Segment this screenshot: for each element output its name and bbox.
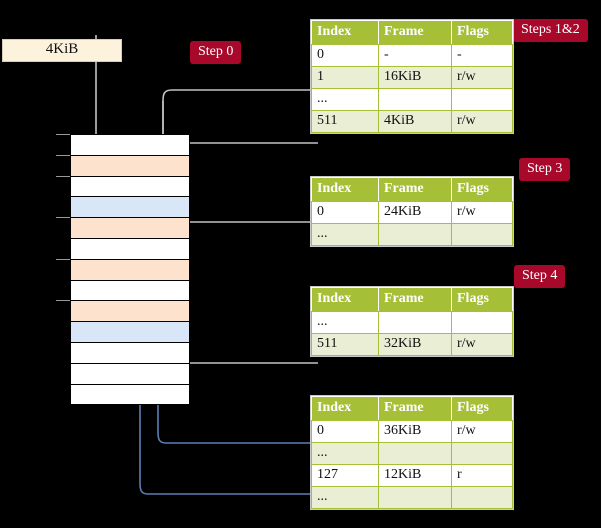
- cell-index: 511: [311, 110, 379, 133]
- cell-index: ...: [311, 88, 379, 111]
- cell-index: 127: [311, 464, 379, 487]
- cell-index: ...: [311, 486, 379, 509]
- cell-flags: [451, 223, 513, 246]
- cell-flags: [451, 442, 513, 465]
- memory-row: [56, 175, 189, 197]
- cell-frame: 36KiB: [378, 420, 452, 443]
- memory-row-tick: [56, 175, 70, 177]
- page-table-level2: Index Frame Flags ... 511 32KiB r/w: [311, 287, 513, 356]
- memory-row: [71, 341, 189, 363]
- memory-row: [71, 362, 189, 384]
- memory-row: [56, 134, 189, 155]
- page-table-level3: Index Frame Flags 0 36KiB r/w ... 127 12…: [311, 396, 513, 509]
- page-table-level1: Index Frame Flags 0 24KiB r/w ...: [311, 177, 513, 246]
- column-header-frame: Frame: [378, 287, 452, 312]
- cell-frame: [378, 442, 452, 465]
- cell-flags: r: [451, 464, 513, 487]
- memory-row-tick: [56, 154, 70, 156]
- column-header-index: Index: [311, 20, 379, 45]
- memory-row: [56, 258, 189, 280]
- wire-step4: [178, 301, 318, 364]
- cell-flags: r/w: [451, 201, 513, 224]
- cell-flags: [451, 311, 513, 334]
- memory-row-tick: [56, 134, 70, 135]
- cell-frame: 24KiB: [378, 201, 452, 224]
- memory-row: [71, 237, 189, 259]
- table-row: 0 - -: [311, 44, 513, 67]
- memory-row-tick: [56, 300, 70, 302]
- cell-index: ...: [311, 311, 379, 334]
- memory-row: [71, 196, 189, 218]
- wire-step3: [174, 221, 318, 262]
- memory-column: [56, 134, 190, 406]
- cell-index: 0: [311, 420, 379, 443]
- cell-frame: 12KiB: [378, 464, 452, 487]
- badge-step-3: Step 3: [519, 158, 571, 181]
- table-row: 0 36KiB r/w: [311, 420, 513, 443]
- table-row: 1 16KiB r/w: [311, 66, 513, 89]
- table-row-highlighted: 511 4KiB r/w: [311, 110, 513, 133]
- page-table-level0: Index Frame Flags 0 - - 1 16KiB r/w ...: [311, 20, 513, 133]
- column-header-frame: Frame: [378, 177, 452, 202]
- table-row: ...: [311, 486, 513, 509]
- memory-row: [56, 154, 189, 176]
- table-row: ...: [311, 88, 513, 111]
- cell-frame: [378, 223, 452, 246]
- cell-frame: 32KiB: [378, 333, 452, 356]
- cell-flags: [451, 486, 513, 509]
- column-header-index: Index: [311, 287, 379, 312]
- cell-flags: r/w: [451, 420, 513, 443]
- memory-row: [56, 300, 189, 322]
- memory-row: [71, 321, 189, 342]
- cell-index: 0: [311, 44, 379, 67]
- memory-row: [71, 383, 189, 405]
- column-header-index: Index: [311, 177, 379, 202]
- table-header-row: Index Frame Flags: [311, 20, 513, 45]
- column-header-frame: Frame: [378, 396, 452, 421]
- cell-frame: 4KiB: [378, 110, 452, 133]
- column-header-flags: Flags: [451, 20, 513, 45]
- table-header-row: Index Frame Flags: [311, 287, 513, 312]
- cell-flags: r/w: [451, 110, 513, 133]
- column-header-frame: Frame: [378, 20, 452, 45]
- cell-frame: [378, 486, 452, 509]
- column-header-flags: Flags: [451, 287, 513, 312]
- memory-row-tick: [56, 217, 70, 219]
- table-row: ...: [311, 223, 513, 246]
- cell-frame: -: [378, 44, 452, 67]
- table-row: 127 12KiB r: [311, 464, 513, 487]
- cell-index: 511: [311, 333, 379, 356]
- cell-index: 1: [311, 66, 379, 89]
- table-row: 0 24KiB r/w: [311, 201, 513, 224]
- memory-row: [71, 279, 189, 301]
- column-header-index: Index: [311, 396, 379, 421]
- badge-step-0: Step 0: [190, 41, 242, 64]
- cell-flags: r/w: [451, 66, 513, 89]
- memory-row: [56, 217, 189, 238]
- column-header-flags: Flags: [451, 177, 513, 202]
- cell-index: ...: [311, 442, 379, 465]
- column-header-flags: Flags: [451, 396, 513, 421]
- memory-row-tick: [56, 258, 70, 260]
- table-row: 511 32KiB r/w: [311, 333, 513, 356]
- badge-steps-1-and-2: Steps 1&2: [513, 19, 588, 42]
- table-header-row: Index Frame Flags: [311, 177, 513, 202]
- cell-frame: [378, 88, 452, 111]
- cell-flags: r/w: [451, 333, 513, 356]
- table-header-row: Index Frame Flags: [311, 396, 513, 421]
- cell-frame: 16KiB: [378, 66, 452, 89]
- cell-flags: [451, 88, 513, 111]
- table-row: ...: [311, 442, 513, 465]
- badge-step-4: Step 4: [514, 265, 566, 288]
- frame-size-label: 4KiB: [2, 39, 122, 62]
- cell-frame: [378, 311, 452, 334]
- cell-flags: -: [451, 44, 513, 67]
- table-row: ...: [311, 311, 513, 334]
- cell-index: 0: [311, 201, 379, 224]
- cell-index: ...: [311, 223, 379, 246]
